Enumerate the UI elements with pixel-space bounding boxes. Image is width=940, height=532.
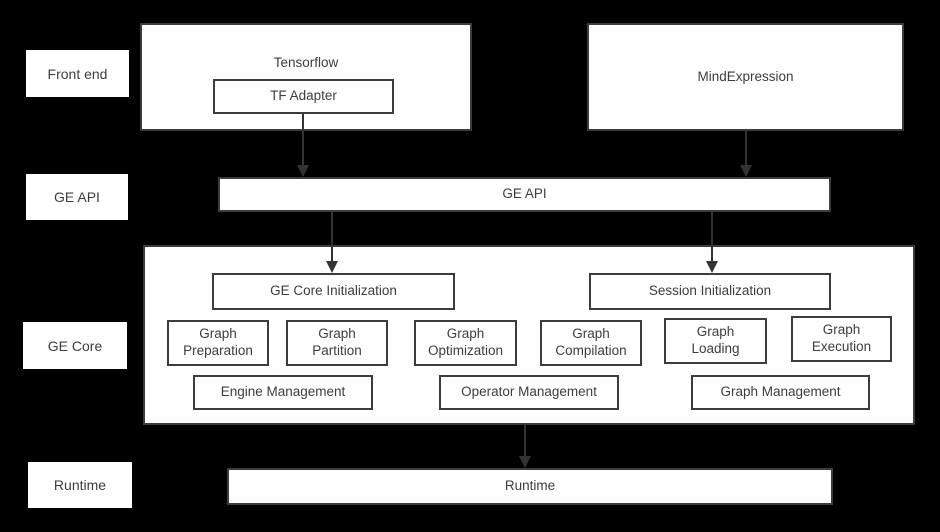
- layer-label-ge-api: GE API: [26, 174, 128, 220]
- arrow-ge-api-to-session-initialization-icon: [706, 212, 718, 273]
- layer-label-front-end: Front end: [26, 50, 129, 97]
- tf-adapter-box: TF Adapter: [213, 79, 394, 114]
- graph-preparation-box: Graph Preparation: [167, 320, 269, 366]
- mindexpression-box: MindExpression: [587, 23, 904, 131]
- engine-management-box: Engine Management: [193, 375, 373, 410]
- graph-optimization-box: Graph Optimization: [414, 320, 517, 366]
- layer-label-ge-core: GE Core: [23, 322, 127, 369]
- arrow-ge-core-to-runtime-icon: [519, 425, 531, 468]
- arrow-tf-adapter-to-ge-api-icon: [297, 114, 309, 177]
- ge-core-initialization-box: GE Core Initialization: [212, 273, 455, 310]
- operator-management-box: Operator Management: [439, 375, 619, 410]
- arrow-mindexpression-to-ge-api-icon: [740, 131, 752, 177]
- session-initialization-box: Session Initialization: [589, 273, 831, 310]
- ge-core-container: GE Core Initialization Session Initializ…: [143, 245, 915, 425]
- arrow-ge-api-to-ge-core-initialization-icon: [326, 212, 338, 273]
- graph-execution-box: Graph Execution: [791, 316, 892, 362]
- tensorflow-box: Tensorflow TF Adapter: [140, 23, 472, 131]
- tensorflow-label: Tensorflow: [273, 55, 339, 70]
- ge-api-box: GE API: [218, 177, 831, 212]
- graph-loading-box: Graph Loading: [664, 318, 767, 364]
- graph-partition-box: Graph Partition: [286, 320, 388, 366]
- graph-management-box: Graph Management: [691, 375, 870, 410]
- graph-compilation-box: Graph Compilation: [540, 320, 642, 366]
- layer-label-runtime: Runtime: [28, 462, 132, 508]
- runtime-box: Runtime: [227, 468, 833, 505]
